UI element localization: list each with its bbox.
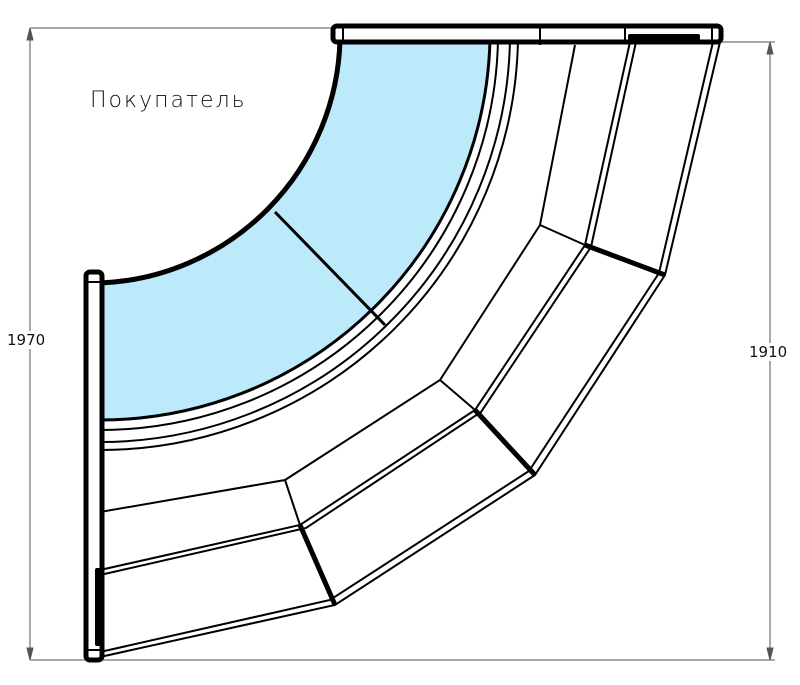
dimension-left-value: 1970 <box>6 331 47 349</box>
glass-area <box>100 40 490 421</box>
top-end-panel <box>330 23 724 45</box>
inner-arc <box>99 39 343 286</box>
dimension-right <box>100 41 775 661</box>
glass-divider <box>273 210 387 327</box>
dimension-right-value: 1910 <box>748 343 789 361</box>
left-end-panel <box>83 269 105 663</box>
buyer-side-label: Покупатель <box>90 88 247 113</box>
